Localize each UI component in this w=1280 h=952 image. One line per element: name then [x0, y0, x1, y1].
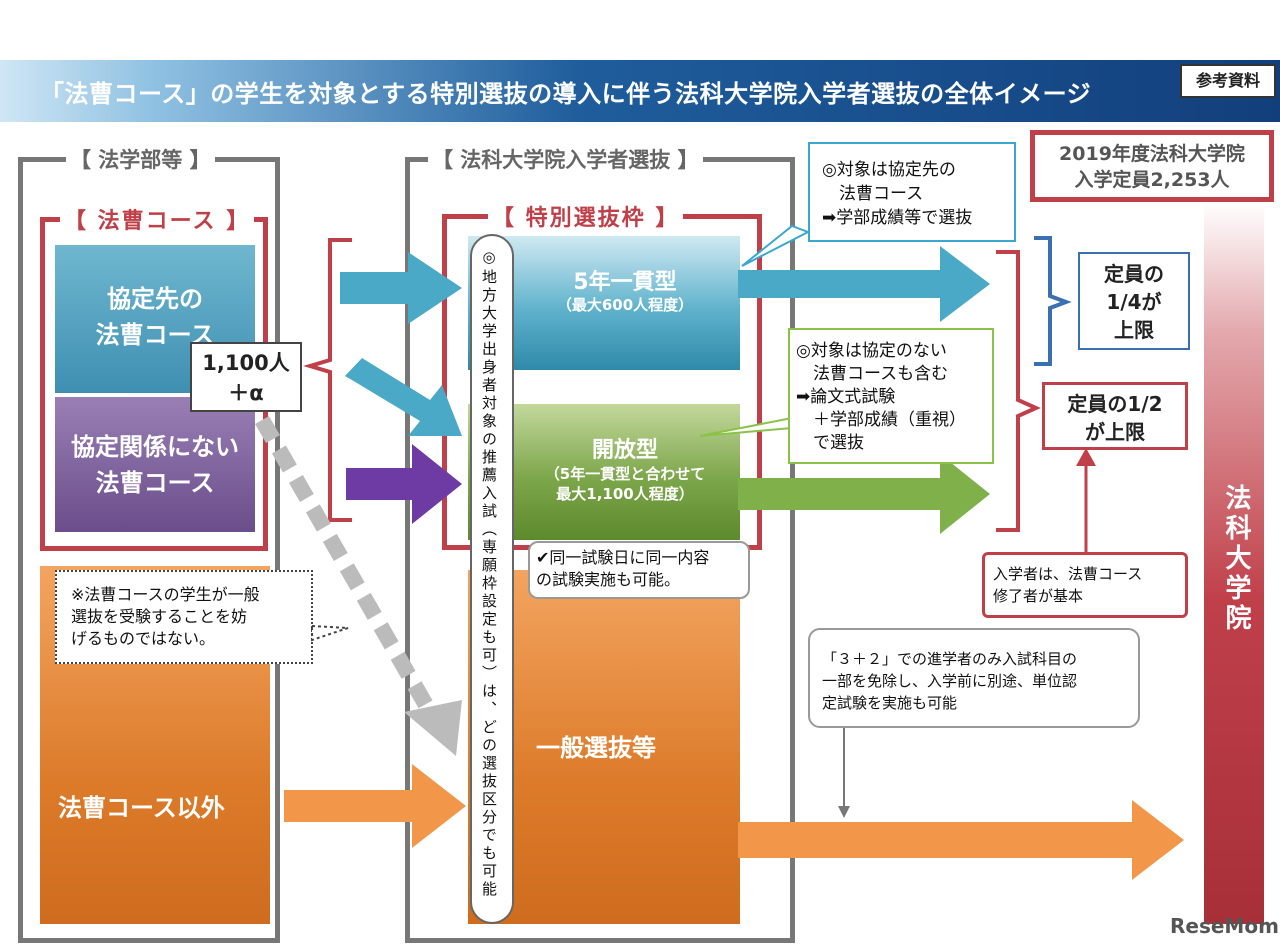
- open-out-arrow: [738, 454, 990, 534]
- same-day-note: ✔同一試験日に同一内容 の試験実施も可能。: [528, 541, 750, 599]
- open-sub: （5年一貫型と合わせて 最大1,100人程度）: [544, 465, 706, 503]
- dotted-arrow-head: [404, 700, 462, 756]
- five-year-title: 5年一貫型: [573, 270, 677, 295]
- law-school-bar: [1204, 202, 1264, 924]
- quarter-brace: [1034, 236, 1072, 366]
- half-limit-box: 定員の1/2 が上限: [1042, 382, 1188, 450]
- right-brace: [996, 250, 1041, 532]
- regional-recommendation-text: ◎地方大学出身者対象の推薦入試（専願枠設定も可）は、どの選抜区分でも可能: [480, 248, 498, 899]
- five-year-sub: （最大600人程度）: [556, 296, 694, 314]
- general-out-arrow: [738, 800, 1184, 880]
- partner-to-five-year-arrow: [340, 252, 462, 324]
- count-badge: 1,100人 ＋α: [190, 342, 302, 412]
- other-course-label: 法曹コース以外: [58, 794, 225, 822]
- admission-note: 入学者は、法曹コース 修了者が基本: [982, 552, 1188, 618]
- watermark-logo: ReseMom: [1170, 914, 1279, 938]
- left-brace: [303, 238, 352, 522]
- partner-to-open-arrow: [345, 358, 462, 436]
- partner-course-box: 協定先の 法曹コース: [55, 245, 255, 393]
- law-course-label: 【 法曹コース 】: [60, 203, 255, 235]
- quarter-limit-box: 定員の 1/4が 上限: [1078, 252, 1190, 350]
- course-to-general-dotted: [255, 416, 437, 716]
- other-to-general-arrow: [284, 764, 466, 848]
- title-bar: [0, 60, 1280, 122]
- five-year-callout: ◎対象は協定先の 法曹コース ➡学部成績等で選抜: [808, 142, 1016, 242]
- capacity-box: 2019年度法科大学院 入学定員2,253人: [1030, 130, 1274, 202]
- regional-recommendation-pill: [470, 234, 514, 924]
- five-year-out-arrow: [738, 246, 990, 322]
- non-partner-course-box: 協定関係にない 法曹コース: [55, 397, 255, 532]
- non-partner-to-open-arrow: [346, 444, 462, 524]
- reference-badge: 参考資料: [1180, 64, 1276, 98]
- open-callout: ◎対象は協定のない 法曹コースも含む ➡論文式試験 ＋学部成績（重視） で選抜: [788, 328, 994, 464]
- general-selection-label: 一般選抜等: [536, 734, 656, 762]
- general-exam-note: ※法曹コースの学生が一般 選抜を受験することを妨 げるものではない。: [55, 570, 313, 664]
- middle-section-label: 【 法科大学院入学者選抜 】: [428, 144, 703, 174]
- special-selection-label: 【 特別選抜枠 】: [488, 200, 684, 232]
- page-title: 「法曹コース」の学生を対象とする特別選抜の導入に伴う法科大学院入学者選抜の全体イ…: [40, 80, 1092, 108]
- middle-bracket: [405, 157, 795, 943]
- open-title: 開放型: [591, 438, 658, 463]
- law-school-label: 法科大学院: [1221, 484, 1251, 634]
- three-plus-two-callout: 「３＋２」での進学者のみ入試科目の 一部を免除し、入学前に別途、単位認 定試験を…: [808, 628, 1140, 728]
- left-bracket: [18, 157, 280, 943]
- left-section-label: 【 法学部等 】: [66, 144, 215, 174]
